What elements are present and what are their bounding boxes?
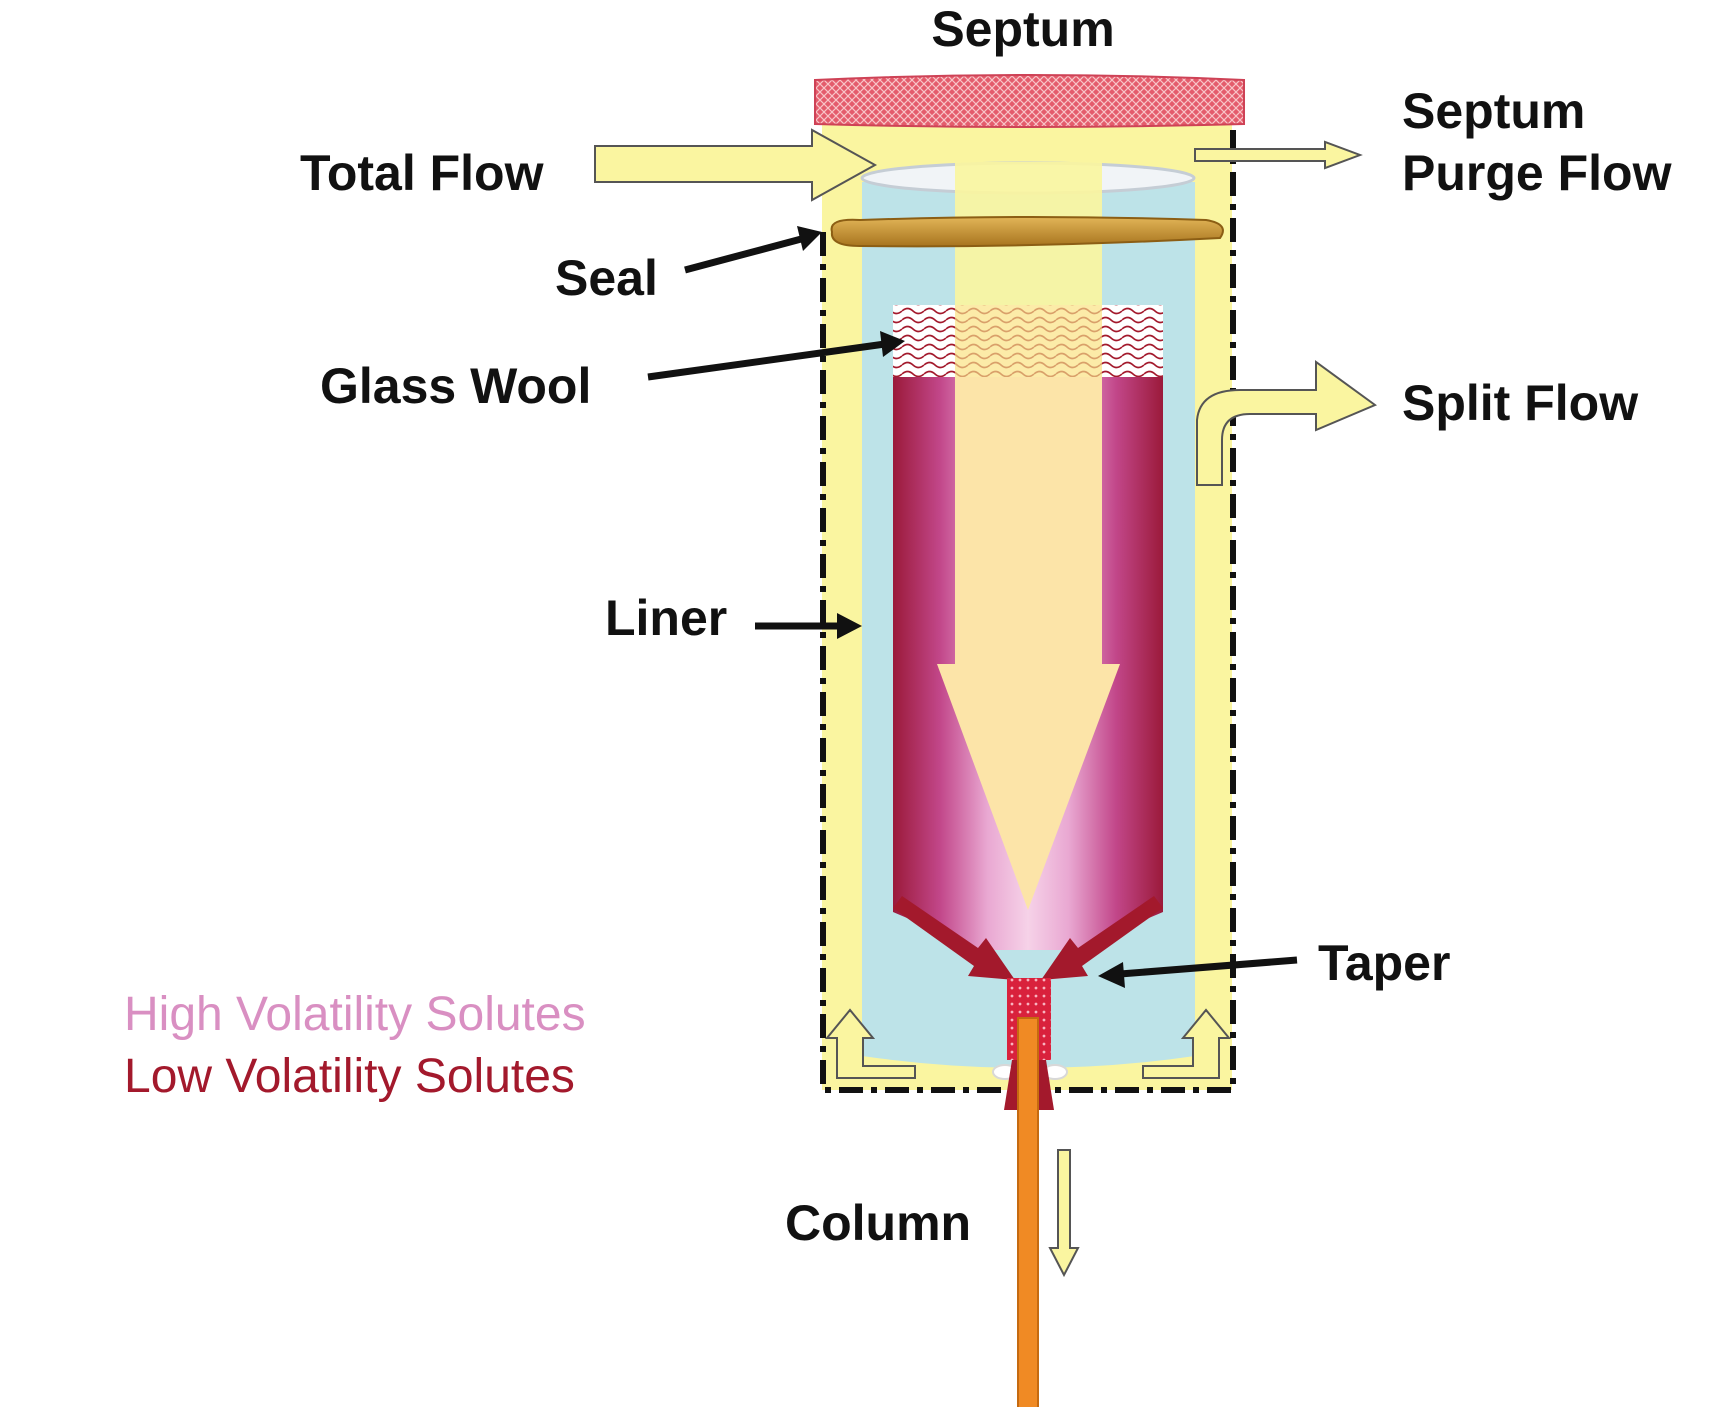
label-total-flow: Total Flow [300,145,544,201]
label-split-flow: Split Flow [1402,375,1638,431]
label-septum-purge-line1: Septum [1402,83,1585,139]
total-flow-arrow [594,128,878,202]
septum [814,74,1245,128]
taper-pointer [1119,956,1298,978]
split-flow-arrow [1196,360,1378,486]
label-septum-purge-line2: Purge Flow [1402,145,1672,201]
glass-wool-pointer [647,340,886,381]
glass-wool-center [955,305,1102,377]
septum-purge-arrow [1194,140,1363,170]
label-liner: Liner [605,590,727,646]
glass-wool-pointer-head [880,331,905,357]
label-septum: Septum [931,1,1114,57]
central-flow-arrow [937,377,1120,910]
taper-pointer-head [1098,962,1125,988]
label-seal: Seal [555,250,658,306]
legend-low-volatility: Low Volatility Solutes [124,1050,575,1103]
return-arrow-left [824,1008,916,1079]
return-arrow-right [1142,1008,1232,1079]
taper-arrow-left [893,896,1015,980]
pointer-arrows [647,226,1298,988]
liner-pointer-head [837,613,862,639]
column-outflow-arrow [1048,1149,1080,1278]
label-column: Column [785,1195,971,1251]
seal-oring [830,216,1224,248]
legend-high-volatility: High Volatility Solutes [124,988,586,1041]
label-glass-wool: Glass Wool [320,358,591,414]
taper-arrow-right [1041,896,1163,980]
label-taper: Taper [1318,935,1450,991]
column [1017,1017,1039,1407]
seal-pointer-head [797,226,822,251]
seal-pointer [684,234,806,274]
